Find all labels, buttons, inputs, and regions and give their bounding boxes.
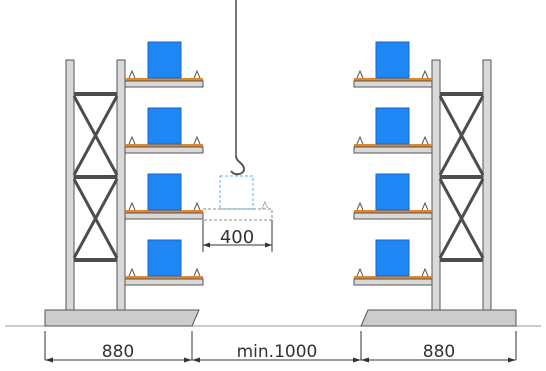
stored-load-box [147,173,182,211]
stored-load-box [375,107,410,145]
arm-end-stop [356,69,364,79]
arm-end-stop [356,135,364,145]
dimension-arrow [353,357,361,363]
right-rack-diagonal-brace [438,95,485,176]
arm-end-stop [193,201,201,211]
arm-end-stop [128,267,136,277]
cantilever-arm-top [354,144,432,147]
arm-end-stop [356,201,364,211]
arm-end-stop [421,201,429,211]
dimension-arrow [508,357,516,363]
crane-hook [230,155,246,176]
cantilever-arm [353,146,433,154]
cantilever-arm [124,146,204,154]
left-rack-arm-level-4 [124,239,204,286]
dimension-arrow [184,357,192,363]
extended-arm-outline [203,175,273,221]
cantilever-arm [353,80,433,88]
right-rack-diagonal-brace [438,178,485,259]
cantilever-arm-top [125,210,203,213]
dimension-row [44,331,517,363]
right-rack-depth-label: 880 [423,342,455,362]
right-rack-horizontal-brace [440,175,483,179]
stored-load-box [147,41,182,79]
cantilever-arm [124,212,204,220]
cantilever-arm-top [125,144,203,147]
arm-extension-stop [261,200,269,210]
arm-end-stop [356,267,364,277]
left-rack-front-column [116,59,126,311]
hoisted-load-outline [219,175,254,210]
cantilever-arm-top [354,210,432,213]
cantilever-arm [353,278,433,286]
arm-end-stop [128,69,136,79]
arm-end-stop [193,267,201,277]
arm-end-stop [193,135,201,145]
arm-end-stop [421,135,429,145]
arm-extension-label: 400 [220,227,254,248]
right-rack-arm-level-4 [353,239,433,286]
arm-end-stop [421,267,429,277]
right-rack-horizontal-brace [440,92,483,96]
arm-end-stop [193,69,201,79]
left-rack-horizontal-brace [74,258,117,262]
cantilever-arm-top [125,276,203,279]
stored-load-box [147,239,182,277]
arm-end-stop [128,135,136,145]
left-rack-diagonal-brace [72,95,119,176]
left-rack-arm-level-1 [124,41,204,88]
cantilever-arm [353,212,433,220]
arm-end-stop [128,201,136,211]
cantilever-arm-top [125,78,203,81]
right-rack-arm-level-3 [353,173,433,220]
crane-hook-icon [230,0,246,176]
stored-load-box [375,239,410,277]
left-rack-depth-label: 880 [102,342,134,362]
left-rack [44,41,204,327]
dimension-arrow [361,357,369,363]
cantilever-arm [124,80,204,88]
stored-load-box [147,107,182,145]
right-rack-arm-level-1 [353,41,433,88]
dimension-arrow [203,242,210,248]
right-rack [353,41,517,327]
left-rack-horizontal-brace [74,175,117,179]
right-rack-bracing [438,92,485,262]
left-rack-horizontal-brace [74,92,117,96]
dimension-arrow [45,357,53,363]
stored-load-box [375,41,410,79]
cantilever-arm-top [354,78,432,81]
cantilever-arm [124,278,204,286]
aisle-width-label: min.1000 [237,342,318,362]
dimension-arrow [265,242,272,248]
dimension-400 [202,220,273,252]
right-rack-back-column [482,59,492,311]
right-rack-arm-level-2 [353,107,433,154]
right-rack-base [360,309,517,327]
arm-end-stop [421,69,429,79]
left-rack-arm-level-3 [124,173,204,220]
cantilever-arm-top [354,276,432,279]
stored-load-box [375,173,410,211]
right-rack-horizontal-brace [440,258,483,262]
arm-extension-outline [203,208,273,221]
left-rack-bracing [72,92,119,262]
left-rack-diagonal-brace [72,178,119,259]
left-rack-base [44,309,200,327]
right-rack-front-column [431,59,441,311]
left-rack-back-column [65,59,75,311]
left-rack-arm-level-2 [124,107,204,154]
dimension-arrow [192,357,200,363]
